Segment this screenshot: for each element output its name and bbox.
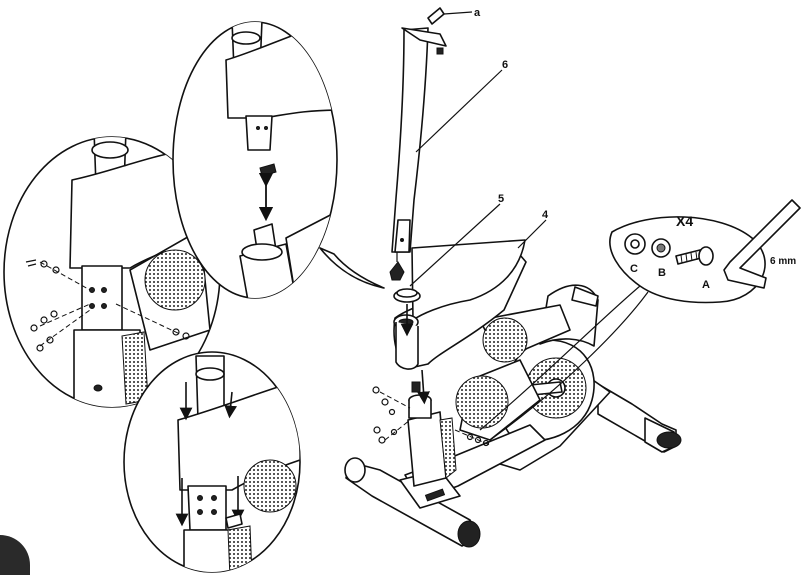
detail-cable-connect [173,20,384,312]
page-tab-marker [0,535,30,575]
label-part-4: 4 [542,209,549,221]
label-hardware-a: A [702,279,710,291]
label-hardware-b: B [658,267,666,279]
washer-b-icon [652,239,670,257]
detail-insert-post [124,352,300,575]
label-hardware-qty: X4 [676,213,693,229]
washer-c-icon [625,234,645,254]
label-hardware-c: C [630,263,638,275]
label-wrench-size: 6 mm [770,256,796,267]
label-part-5: 5 [498,193,504,205]
label-part-6: 6 [502,59,508,71]
label-part-a: a [474,7,481,19]
